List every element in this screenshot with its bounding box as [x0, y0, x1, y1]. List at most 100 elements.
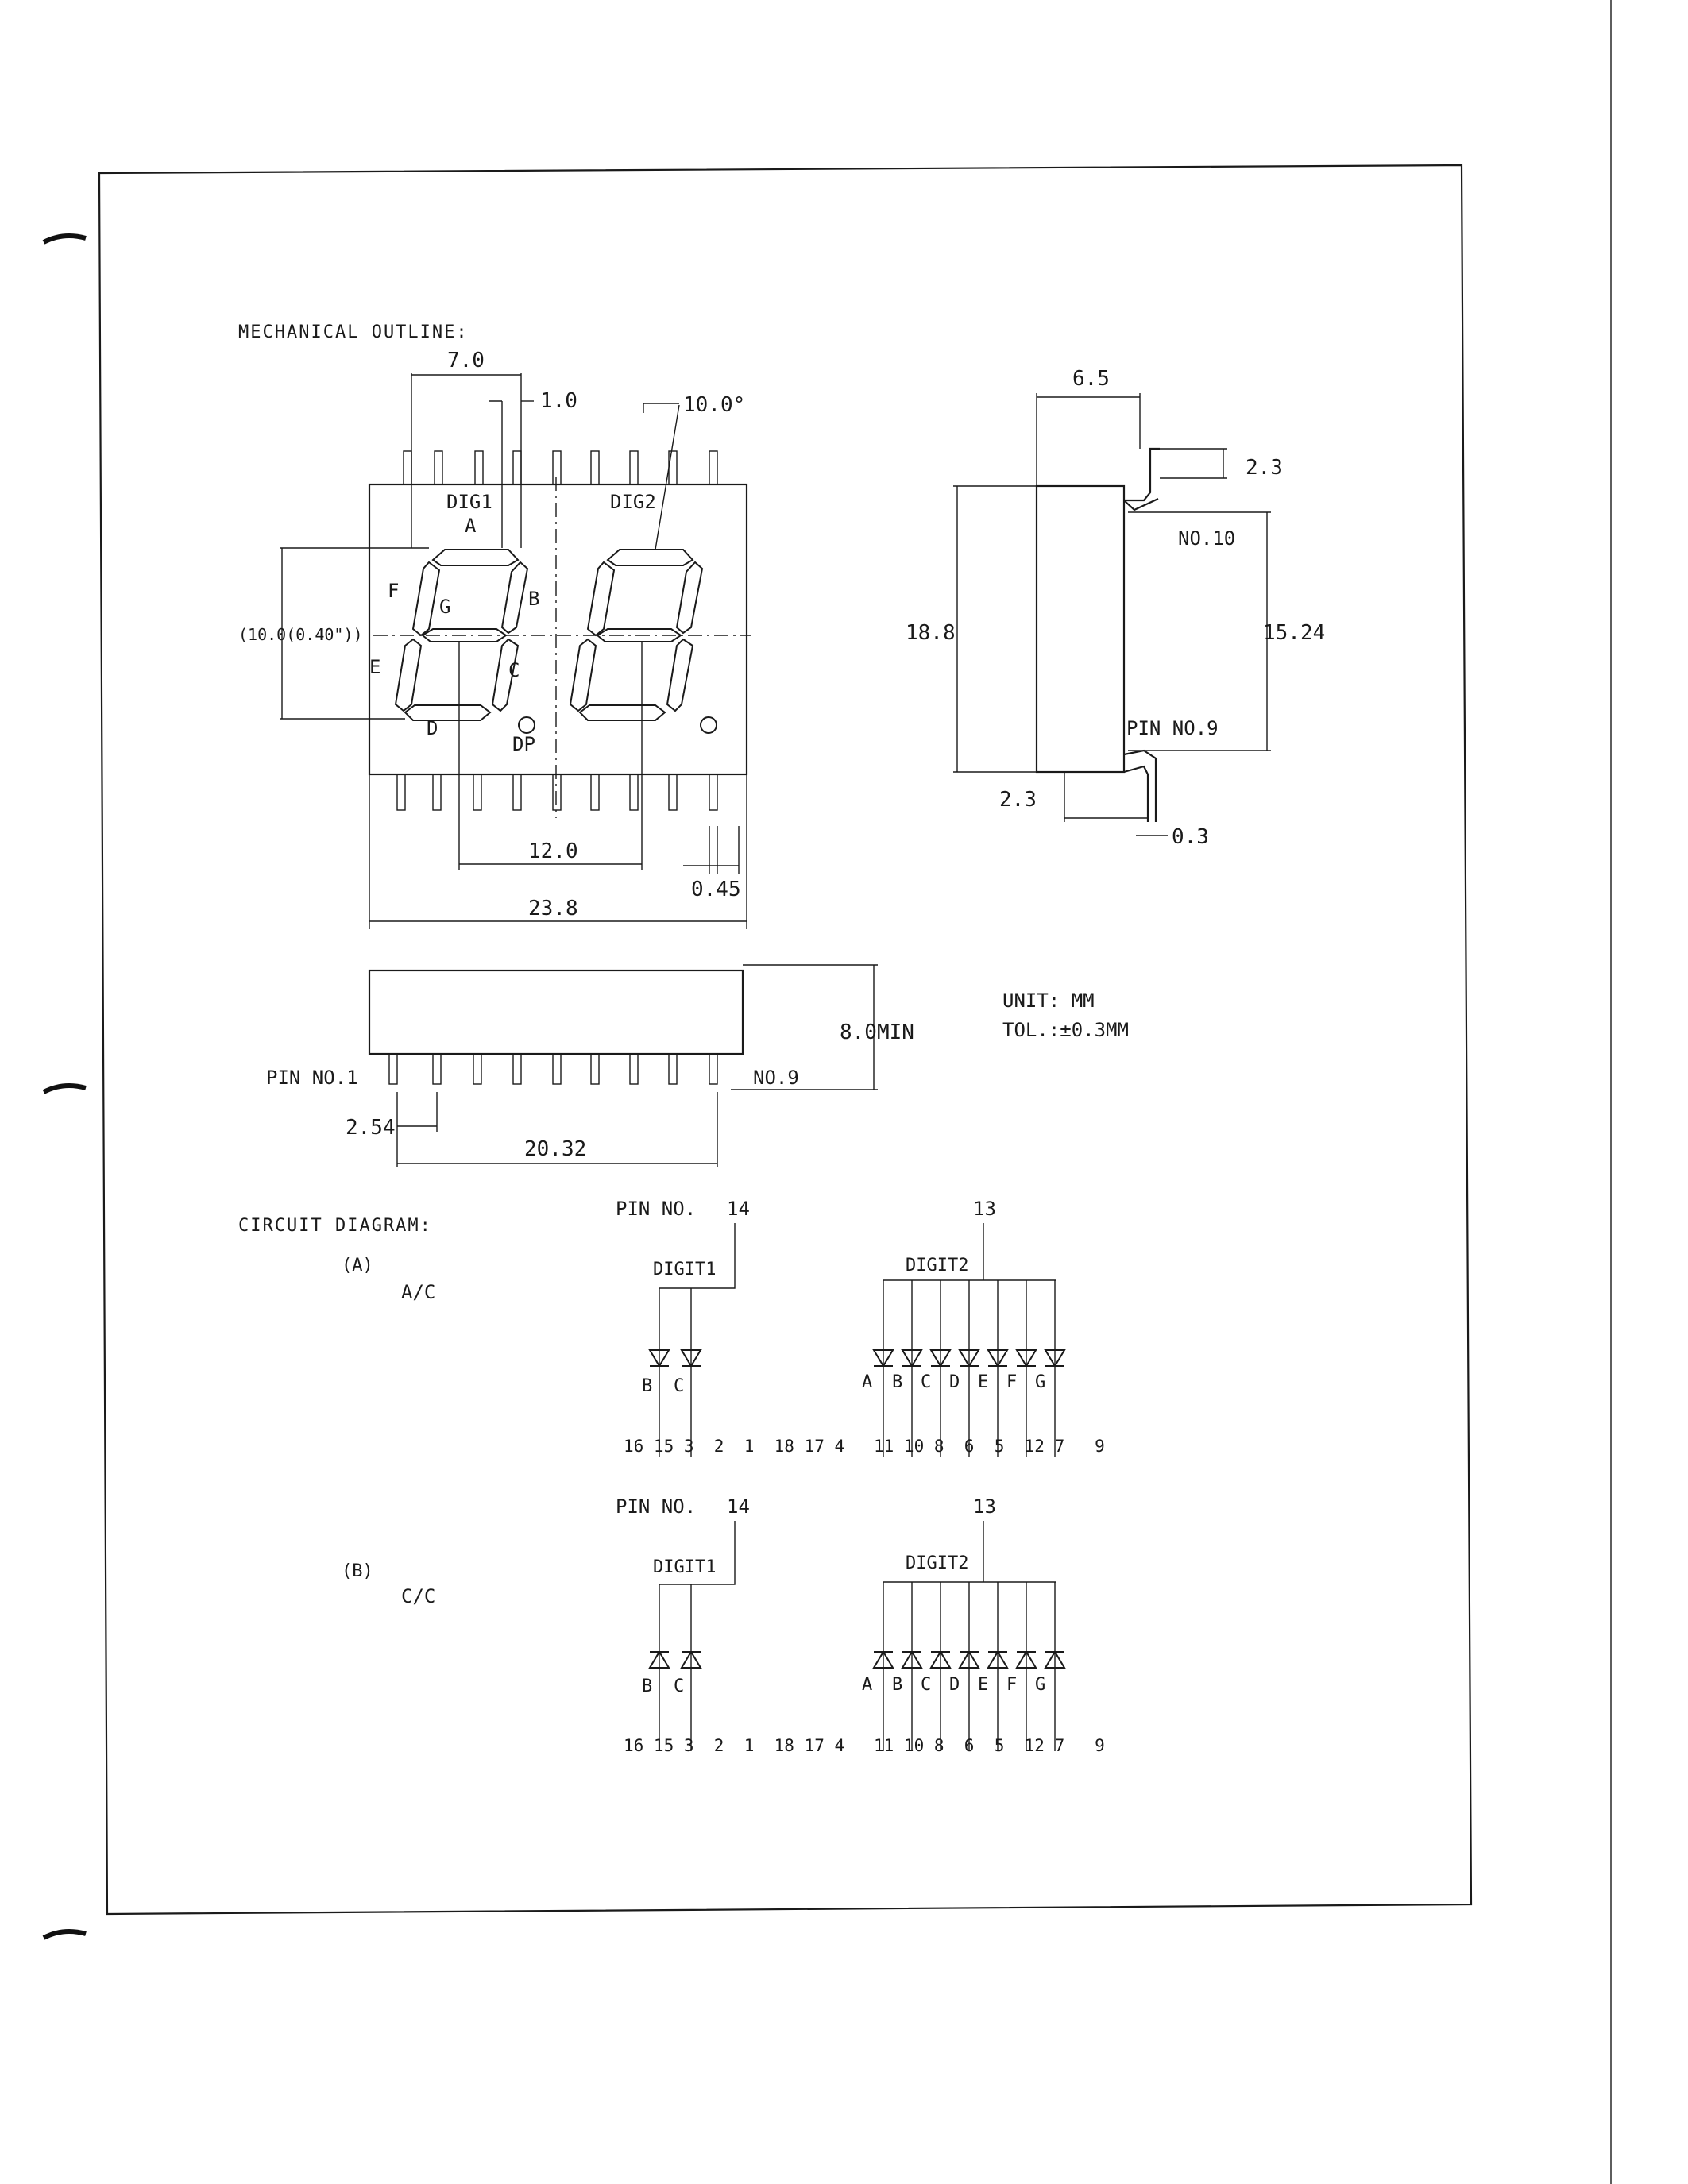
- segment-f: [411, 561, 441, 637]
- tolerance-label: TOL.:±0.3MM: [1002, 1019, 1129, 1041]
- decimal-point: [518, 716, 535, 734]
- circuit-a-seg2-g: G: [1035, 1372, 1045, 1392]
- segment-e: [394, 638, 423, 712]
- segment-a: [606, 549, 694, 566]
- circuit-b-tag: (B): [342, 1561, 373, 1581]
- segment-label-d: D: [427, 717, 438, 739]
- circuit-b-pin-label: PIN NO.: [616, 1495, 696, 1518]
- pin-no10-label: NO.10: [1178, 527, 1235, 550]
- circuit-a-type: A/C: [401, 1281, 435, 1303]
- circuit-b-seg2-b: B: [892, 1675, 902, 1695]
- pin-no9-side-label: PIN NO.9: [1126, 717, 1219, 739]
- dim-2-3-top: 2.3: [1246, 456, 1283, 480]
- circuit-b-seg2-e: E: [978, 1675, 988, 1695]
- punch-mark-top: [42, 233, 87, 245]
- circuit-b-seg2-g: G: [1035, 1675, 1045, 1695]
- segment-label-b: B: [528, 588, 539, 610]
- segment-label-f: F: [388, 580, 399, 602]
- decimal-point: [700, 716, 717, 734]
- circuit-a: (A) A/C PIN NO. 14 13 DIGIT1 DIGIT2 B C: [342, 1198, 1105, 1457]
- dim-2-3-bottom: 2.3: [999, 788, 1037, 812]
- circuit-b-seg-b: B: [642, 1677, 652, 1696]
- circuit-b-seg2-d: D: [949, 1675, 960, 1695]
- circuit-a-right-pins: 11 10 8 6 5 12 7 9: [874, 1437, 1105, 1456]
- bottom-pins: [396, 774, 718, 811]
- dim-23-8: 23.8: [528, 897, 578, 920]
- dim-15-24: 15.24: [1263, 621, 1325, 645]
- side-view: 6.5 2.3 18.8 15.24 NO.10 PIN NO.9 2.3 0.…: [906, 367, 1325, 849]
- segment-g: [421, 628, 508, 642]
- circuit-b-seg2-c: C: [921, 1675, 931, 1695]
- dim-20-32: 20.32: [524, 1137, 586, 1161]
- segment-label-dp: DP: [512, 733, 535, 755]
- dim-6-5: 6.5: [1072, 367, 1110, 391]
- dim-8-0-min: 8.0MIN: [840, 1021, 914, 1044]
- circuit-b-type: C/C: [401, 1585, 435, 1607]
- top-pins: [403, 450, 718, 485]
- punch-mark-middle: [42, 1082, 87, 1094]
- digit1-segments: [394, 549, 535, 734]
- segment-label-a: A: [465, 515, 477, 537]
- circuit-b-pin14: 14: [727, 1495, 750, 1518]
- dim-1-0: 1.0: [540, 389, 577, 413]
- dim-12-0: 12.0: [528, 839, 578, 863]
- segment-c: [491, 638, 520, 712]
- segment-d: [404, 704, 492, 721]
- circuit-b-seg2-a: A: [862, 1675, 872, 1695]
- segment-e: [569, 638, 597, 712]
- dim-0-3: 0.3: [1172, 825, 1209, 849]
- segment-b: [500, 561, 529, 635]
- circuit-b-digit1: DIGIT1: [653, 1557, 716, 1577]
- mechanical-outline-heading: MECHANICAL OUTLINE:: [238, 322, 469, 342]
- circuit-a-digit2-branches: [872, 1280, 1066, 1457]
- circuit-a-digit2: DIGIT2: [906, 1256, 968, 1275]
- dim-10-deg: 10.0°: [683, 393, 745, 417]
- circuit-a-seg2-c: C: [921, 1372, 931, 1392]
- bottom-view: 8.0MIN PIN NO.1 NO.9 2.54 20.32: [266, 964, 914, 1167]
- dig1-label: DIG1: [446, 491, 492, 513]
- dig2-label: DIG2: [610, 491, 656, 513]
- dim-digit-height: (10.0(0.40")): [238, 625, 363, 644]
- front-view: DIG1 DIG2 A B F G E C D DP: [368, 450, 751, 818]
- circuit-b: (B) C/C PIN NO. 14 13 DIGIT1 DIGIT2 B C: [342, 1495, 1105, 1755]
- bottom-view-pins: [388, 1053, 718, 1085]
- circuit-a-pin13: 13: [973, 1198, 996, 1220]
- dim-7-0: 7.0: [447, 349, 485, 372]
- circuit-b-pin13: 13: [973, 1495, 996, 1518]
- segment-label-c: C: [508, 659, 520, 681]
- circuit-b-right-pins: 11 10 8 6 5 12 7 9: [874, 1736, 1105, 1755]
- digit2-segments: [569, 549, 717, 734]
- circuit-a-digit1: DIGIT1: [653, 1260, 716, 1279]
- circuit-a-left-pins: 16 15 3 2 1 18 17 4: [624, 1437, 844, 1456]
- circuit-diagram-heading: CIRCUIT DIAGRAM:: [238, 1216, 432, 1236]
- segment-c: [666, 638, 694, 712]
- pin-no1-label: PIN NO.1: [266, 1067, 358, 1089]
- segment-d: [578, 704, 666, 721]
- circuit-a-seg2-d: D: [949, 1372, 960, 1392]
- dim-0-45: 0.45: [691, 878, 741, 901]
- circuit-a-seg2-b: B: [892, 1372, 902, 1392]
- circuit-b-digit2-branches: [872, 1582, 1066, 1751]
- circuit-a-pin14: 14: [727, 1198, 750, 1220]
- circuit-b-left-pins: 16 15 3 2 1 18 17 4: [624, 1736, 844, 1755]
- circuit-a-tag: (A): [342, 1256, 373, 1275]
- dim-18-8: 18.8: [906, 621, 956, 645]
- circuit-a-seg-b: B: [642, 1376, 652, 1396]
- circuit-a-pin-label: PIN NO.: [616, 1198, 696, 1220]
- front-dimensions: 7.0 1.0 10.0° (10.0(0.40")) 12.0 0.45 23…: [238, 349, 747, 929]
- segment-b: [675, 561, 704, 635]
- pin-no9-front-label: NO.9: [753, 1067, 799, 1089]
- punch-mark-bottom: [42, 1928, 87, 1940]
- dim-2-54: 2.54: [346, 1116, 396, 1140]
- segment-label-e: E: [369, 656, 380, 678]
- circuit-b-seg2-f: F: [1006, 1675, 1017, 1695]
- circuit-a-seg-c: C: [674, 1376, 684, 1396]
- circuit-b-seg-c: C: [674, 1677, 684, 1696]
- circuit-b-digit2: DIGIT2: [906, 1553, 968, 1573]
- segment-g: [596, 628, 682, 642]
- circuit-a-seg2-e: E: [978, 1372, 988, 1392]
- segment-f: [586, 561, 616, 637]
- segment-label-g: G: [439, 596, 450, 618]
- drawing-frame: [98, 164, 1473, 1916]
